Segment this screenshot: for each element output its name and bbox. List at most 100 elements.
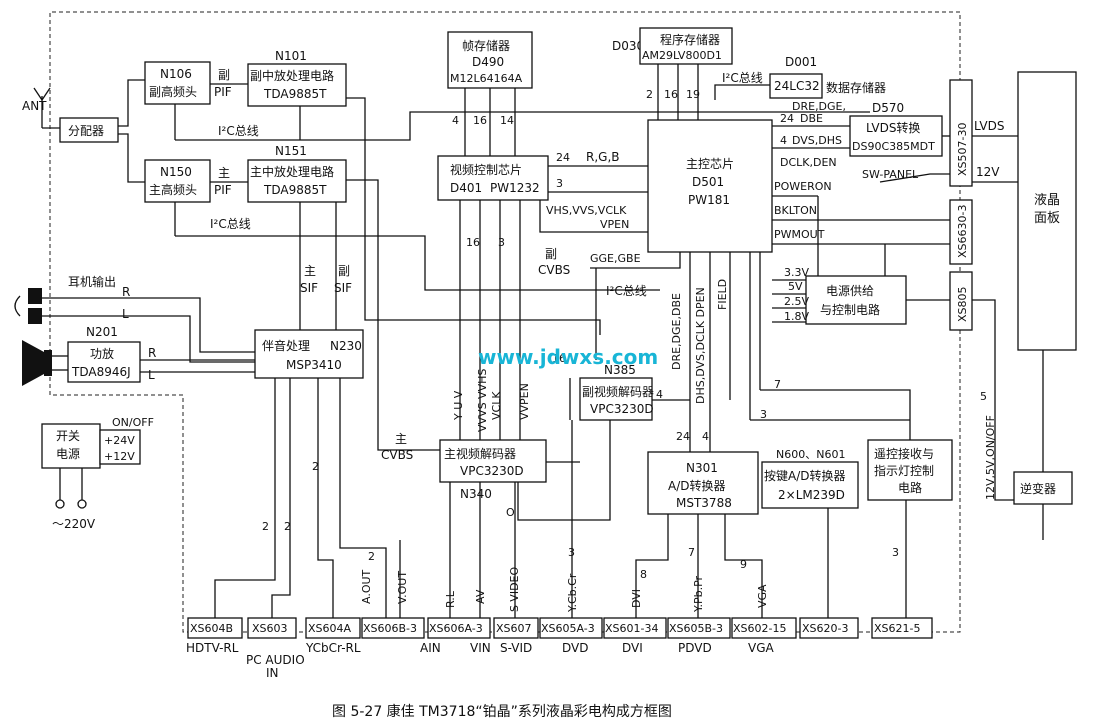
sig-dclk: DCLK,DEN — [780, 156, 837, 169]
conn-xs607 — [493, 617, 539, 639]
main-chip-box — [647, 119, 773, 253]
i2c-label-2: I²C总线 — [210, 217, 251, 231]
inverter-label: 逆变器 — [1020, 481, 1056, 496]
amp-l: L — [148, 368, 155, 382]
conn-xs620 — [799, 617, 859, 639]
sig-n3e: 3 — [892, 546, 899, 559]
adc-box — [647, 451, 759, 515]
remote-box — [867, 439, 953, 501]
video-ctrl-code: D401 — [450, 181, 482, 195]
sig-av: AV — [474, 589, 487, 604]
antenna-icon — [33, 87, 60, 129]
amp-part: TDA8946J — [71, 365, 131, 379]
if-main-part: TDA9885T — [263, 183, 327, 197]
connector-row: XS604B XS603 XS604A XS606B-3 XS606A-3 XS… — [187, 617, 933, 639]
data-mem-part: 24LC32 — [774, 79, 820, 93]
conn-xs6630 — [949, 199, 973, 265]
wire-n2b: 2 — [262, 520, 269, 533]
psu-onoff: ON/OFF — [112, 416, 154, 429]
sig-dre: DRE,DGE, — [792, 100, 846, 113]
conn-xs601 — [603, 617, 667, 639]
sig-lvds: LVDS — [974, 119, 1004, 133]
key-adc-name: 按键A/D转换器 — [764, 468, 846, 483]
main-chip-part: PW181 — [688, 193, 730, 207]
label-ycbcr-rl: YCbCr-RL — [305, 641, 361, 655]
main-sif-1: 主 — [304, 264, 316, 278]
sub-cvbs-1: 副 — [545, 247, 557, 261]
sig-vclk: VCLK — [490, 391, 503, 420]
amp-name: 功放 — [90, 346, 114, 361]
sig-n7: 7 — [774, 378, 781, 391]
splitter-label: 分配器 — [68, 124, 104, 138]
sig-vvpen: VVPEN — [518, 383, 531, 420]
pif-sub-1: 副 — [218, 68, 230, 82]
prog-mem-box — [639, 27, 733, 65]
data-mem-box — [769, 73, 823, 99]
conn-xs605a-label: XS605A-3 — [541, 622, 595, 635]
sig-ypbpr: Y.Pb.Pr — [692, 575, 705, 613]
video-ctrl-box — [437, 155, 549, 201]
lcd-panel-box — [1017, 71, 1077, 351]
amp-r: R — [148, 346, 156, 360]
sig-24a: 24 — [556, 151, 570, 164]
i2c-top: I²C总线 — [722, 71, 763, 85]
label-in: IN — [266, 666, 279, 680]
i2c-label-1: I²C总线 — [218, 124, 259, 138]
sig-rgb: R,G,B — [586, 150, 620, 164]
sub-sif-1: 副 — [338, 264, 350, 278]
hp-l: L — [122, 307, 129, 321]
main-decoder-part: VPC3230D — [460, 464, 524, 478]
conn-xs620-label: XS620-3 — [802, 622, 848, 635]
sig-n3c: 3 — [760, 408, 767, 421]
main-decoder-name: 主视频解码器 — [444, 446, 516, 461]
data-mem-name: 数据存储器 — [826, 80, 886, 95]
sig-dhs-bus: DHS,DVS,DCLK DPEN — [694, 287, 707, 404]
wire-n2d: 2 — [312, 460, 319, 473]
fm-n4: 4 — [452, 114, 459, 127]
sig-dvi: DVI — [630, 589, 643, 608]
sub-decoder-part: VPC3230D — [590, 402, 654, 416]
if-main-name: 主中放处理电路 — [250, 164, 334, 179]
sig-vout: V.OUT — [396, 571, 409, 604]
psu-ac: ～220V — [52, 517, 96, 531]
if-sub-part: TDA9885T — [263, 87, 327, 101]
key-adc-box — [761, 461, 859, 509]
conn-xs805-label: XS805 — [956, 286, 969, 322]
conn-xs604a-label: XS604A — [308, 622, 352, 635]
lvds-box — [849, 115, 943, 157]
remote-name2: 指示灯控制 — [874, 463, 934, 478]
if-main-box — [247, 159, 347, 203]
sub-decoder-box — [579, 377, 653, 421]
key-adc-part: 2×LM239D — [778, 488, 845, 502]
wire-n2e: 2 — [368, 550, 375, 563]
video-ctrl-name: 视频控制芯片 — [450, 162, 522, 177]
audio-name: 伴音处理 — [262, 338, 310, 353]
conn-xs507-label: XS507-30 — [956, 123, 969, 176]
if-sub-box — [247, 63, 347, 107]
psu-name1: 开关 — [56, 429, 80, 443]
sig-dvs: DVS,DHS — [792, 134, 842, 147]
sig-n4c: 4 — [656, 388, 663, 401]
pm-n16: 16 — [664, 88, 678, 101]
prog-mem-name: 程序存储器 — [660, 32, 720, 47]
power-ctrl-name1: 电源供给 — [826, 284, 874, 298]
remote-name3: 电路 — [898, 480, 922, 495]
lvds-part: DS90C385MDT — [852, 140, 935, 153]
sig-n7b: 7 — [688, 546, 695, 559]
sig-pwmout: PWMOUT — [774, 228, 825, 241]
sig-vvvs: VVVS VVHS — [476, 369, 489, 432]
sig-swpanel: SW-PANEL — [862, 168, 919, 181]
i2c-label-3: I²C总线 — [606, 284, 647, 298]
sig-v25: 2.5V — [784, 295, 809, 308]
label-dvd: DVD — [562, 641, 588, 655]
sig-v5: 5V — [788, 280, 803, 293]
sig-svideo: S-VIDEO — [508, 567, 521, 612]
if-sub-code: N101 — [275, 49, 307, 63]
conn-xs606a-label: XS606A-3 — [429, 622, 483, 635]
conn-xs621 — [871, 617, 933, 639]
conn-xs601-label: XS601-34 — [605, 622, 658, 635]
fm-n14: 14 — [500, 114, 514, 127]
adc-part: MST3788 — [676, 496, 732, 510]
main-sif-2: SIF — [300, 281, 318, 295]
